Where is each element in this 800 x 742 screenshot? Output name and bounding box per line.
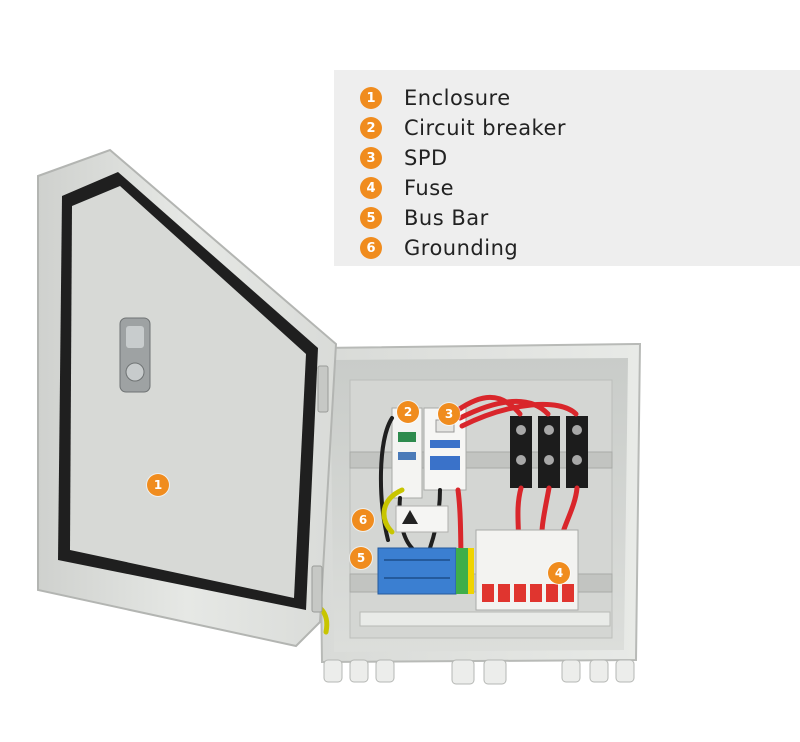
door-lock bbox=[119, 317, 151, 393]
legend-item-fuse: 4 Fuse bbox=[360, 173, 800, 203]
legend-number-badge: 2 bbox=[360, 117, 382, 139]
spd-module bbox=[423, 407, 467, 491]
legend-item-grounding: 6 Grounding bbox=[360, 233, 800, 263]
callout-fuse: 4 bbox=[548, 562, 570, 584]
legend-number-badge: 4 bbox=[360, 177, 382, 199]
callout-spd: 3 bbox=[438, 403, 460, 425]
bus-bar bbox=[377, 547, 474, 595]
legend-item-enclosure: 1 Enclosure bbox=[360, 83, 800, 113]
warning-label bbox=[395, 505, 449, 533]
legend-label: Enclosure bbox=[404, 86, 511, 110]
cable-glands bbox=[323, 659, 635, 685]
callout-bus-bar: 5 bbox=[350, 547, 372, 569]
legend-label: SPD bbox=[404, 146, 448, 170]
legend-label: Fuse bbox=[404, 176, 455, 200]
door-hinge bbox=[311, 365, 329, 613]
legend-number-badge: 6 bbox=[360, 237, 382, 259]
legend-item-circuit-breaker: 2 Circuit breaker bbox=[360, 113, 800, 143]
legend-label: Grounding bbox=[404, 236, 519, 260]
legend-label: Circuit breaker bbox=[404, 116, 567, 140]
legend-number-badge: 3 bbox=[360, 147, 382, 169]
legend-number-badge: 1 bbox=[360, 87, 382, 109]
legend-item-spd: 3 SPD bbox=[360, 143, 800, 173]
callout-grounding: 6 bbox=[352, 509, 374, 531]
callout-enclosure: 1 bbox=[147, 474, 169, 496]
enclosure-door bbox=[37, 148, 338, 648]
component-legend: 1 Enclosure 2 Circuit breaker 3 SPD 4 Fu… bbox=[334, 70, 800, 266]
fuse-terminals bbox=[510, 416, 588, 488]
legend-label: Bus Bar bbox=[404, 206, 489, 230]
callout-circuit-breaker: 2 bbox=[397, 401, 419, 423]
legend-number-badge: 5 bbox=[360, 207, 382, 229]
legend-item-bus-bar: 5 Bus Bar bbox=[360, 203, 800, 233]
